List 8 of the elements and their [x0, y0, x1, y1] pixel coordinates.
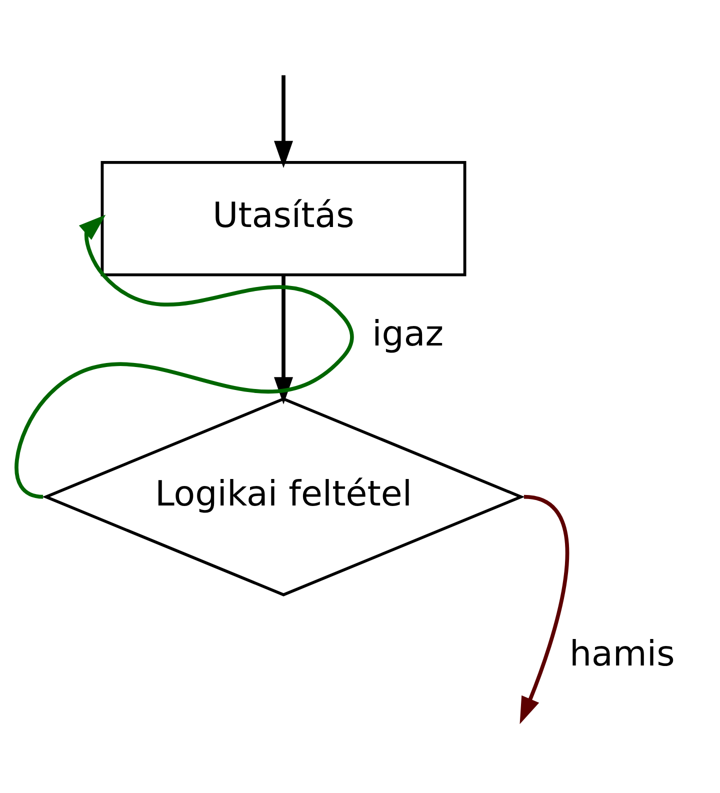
- node-diamond: Logikai feltétel: [42, 396, 525, 596]
- arrow: [520, 494, 570, 724]
- edge-label: igaz: [372, 314, 444, 354]
- arrow: [274, 74, 294, 168]
- arrow: [14, 214, 354, 498]
- node-box: Utasítás: [100, 160, 466, 276]
- arrow: [274, 274, 294, 404]
- edge-label: hamis: [569, 634, 675, 674]
